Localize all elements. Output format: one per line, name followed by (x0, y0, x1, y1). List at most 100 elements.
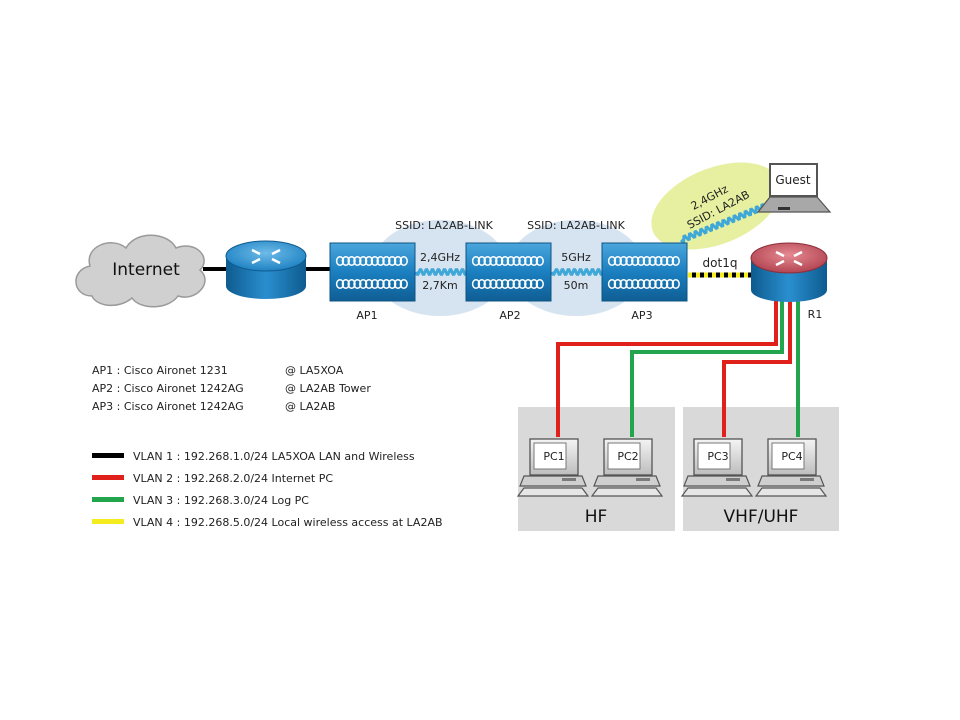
ap-pattern-link (359, 279, 368, 289)
ap-pattern-link (648, 279, 657, 289)
ap-pattern-link (665, 279, 675, 289)
ap-pattern-link (376, 256, 385, 266)
ap-pattern-link (341, 279, 350, 289)
ap-pattern-link (529, 279, 539, 289)
ap-pattern-link (613, 279, 622, 289)
ap-pattern-link (393, 279, 403, 289)
vlan-cables (556, 300, 800, 437)
ap-pattern-link (347, 279, 356, 289)
router-r1-arrows-icon (775, 250, 803, 267)
internet-router (225, 240, 307, 299)
ap-pattern-link (335, 279, 345, 289)
link1-band: 2,4GHz (420, 251, 460, 264)
room-vhf-uhf-label: VHF/UHF (724, 507, 799, 527)
link2-distance: 50m (564, 279, 589, 292)
link2-band: 5GHz (561, 251, 591, 264)
ap-pattern-link (613, 256, 622, 266)
ap-pattern-link (471, 279, 481, 289)
legend-item-vlan1: VLAN 1 : 192.268.1.0/24 LA5XOA LAN and W… (92, 450, 415, 463)
ap-pattern-link (518, 279, 527, 289)
pc-keyboard (590, 487, 664, 497)
vlan-legend: VLAN 1 : 192.268.1.0/24 LA5XOA LAN and W… (92, 450, 443, 529)
pc-screen (697, 442, 731, 470)
pc-drive-slot (800, 478, 814, 481)
guest-label: Guest (775, 173, 811, 187)
legend-item-vlan2: VLAN 2 : 192.268.2.0/24 Internet PC (92, 472, 333, 485)
pc-screen (607, 442, 641, 470)
pc3-label: PC3 (707, 450, 728, 463)
ap-pattern-link (607, 256, 617, 266)
ap-pattern-link (353, 256, 362, 266)
ap-pattern-link (506, 256, 515, 266)
wireless-link-ap3-guest (679, 202, 769, 244)
ap-pattern-link (364, 279, 374, 289)
pc-base (593, 475, 661, 487)
ap-pattern-link (512, 279, 521, 289)
svg-text:VLAN 4 : 192.268.5.0/24 Local: VLAN 4 : 192.268.5.0/24 Local wireless a… (133, 516, 443, 529)
pc-keyboard (680, 487, 754, 497)
svg-text:VLAN 1 : 192.268.1.0/24 LA5XOA: VLAN 1 : 192.268.1.0/24 LA5XOA LAN and W… (133, 450, 415, 463)
ap-info-location: @ LA2AB (285, 400, 335, 413)
ap-pattern-link (370, 256, 379, 266)
ap-pattern-link (665, 256, 675, 266)
internet-cloud: Internet (75, 234, 206, 308)
ap-pattern-link (529, 256, 539, 266)
pc-screen (533, 442, 567, 470)
ap-info-device: AP3 : Cisco Aironet 1242AG (92, 400, 244, 413)
ap-pattern-link (648, 256, 657, 266)
trunk-label: dot1q (703, 256, 738, 270)
guest-laptop: Guest (756, 163, 832, 213)
ap-pattern-link (671, 279, 680, 289)
ap-pattern-link (654, 279, 663, 289)
ap-pattern-link (399, 279, 408, 289)
ap-pattern-link (495, 256, 504, 266)
ap-pattern-link (483, 256, 492, 266)
ap1-label: AP1 (356, 309, 377, 322)
pc4-label: PC4 (781, 450, 802, 463)
ap-pattern-link (506, 279, 515, 289)
ap-pattern-link (625, 256, 634, 266)
ap-pattern-link (500, 279, 510, 289)
ap-pattern-link (636, 279, 646, 289)
pc-pc4 (754, 438, 828, 497)
ap-pattern-link (518, 256, 527, 266)
ap-pattern-link (524, 279, 533, 289)
ap-pattern-link (631, 256, 640, 266)
wireless-link-ap1-ap2 (414, 268, 467, 276)
pc-pc2 (590, 438, 664, 497)
link1-distance: 2,7Km (422, 279, 457, 292)
ap-pattern-link (642, 279, 651, 289)
svg-text:VLAN 2 : 192.268.2.0/24 Intern: VLAN 2 : 192.268.2.0/24 Internet PC (133, 472, 333, 485)
ap-pattern-link (477, 279, 486, 289)
pc1-label: PC1 (543, 450, 564, 463)
ap-pattern-link (654, 256, 663, 266)
ap-pattern-link (535, 279, 544, 289)
guest-wireless-bubble (651, 162, 781, 250)
ap-pattern-link (335, 256, 345, 266)
ap-pattern-link (388, 256, 397, 266)
ap-pattern-link (393, 256, 403, 266)
pc-pc3 (680, 438, 754, 497)
ap-pattern-link (524, 256, 533, 266)
cable-pc3-vlan2 (722, 300, 792, 437)
legend-item-vlan3: VLAN 3 : 192.268.3.0/24 Log PC (92, 494, 309, 507)
ap-pattern-link (359, 256, 368, 266)
ap-pattern-link (477, 256, 486, 266)
pc-screen (771, 442, 805, 470)
access-point-ap2 (465, 242, 552, 302)
ap-pattern-link (382, 279, 391, 289)
r1-label: R1 (808, 308, 823, 321)
ap-pattern-link (388, 279, 397, 289)
pc-drive-slot (562, 478, 576, 481)
ap-pattern-link (483, 279, 492, 289)
ap-pattern-link (500, 256, 510, 266)
ap-pattern-link (489, 279, 498, 289)
ap-info-location: @ LA2AB Tower (285, 382, 371, 395)
pc-base (757, 475, 825, 487)
ap-info-list: AP1 : Cisco Aironet 1231 @ LA5XOA AP2 : … (92, 364, 371, 413)
ap-pattern-link (660, 256, 669, 266)
room-hf-label: HF (585, 507, 608, 527)
ap-pattern-link (535, 256, 544, 266)
ap-pattern-link (607, 279, 617, 289)
